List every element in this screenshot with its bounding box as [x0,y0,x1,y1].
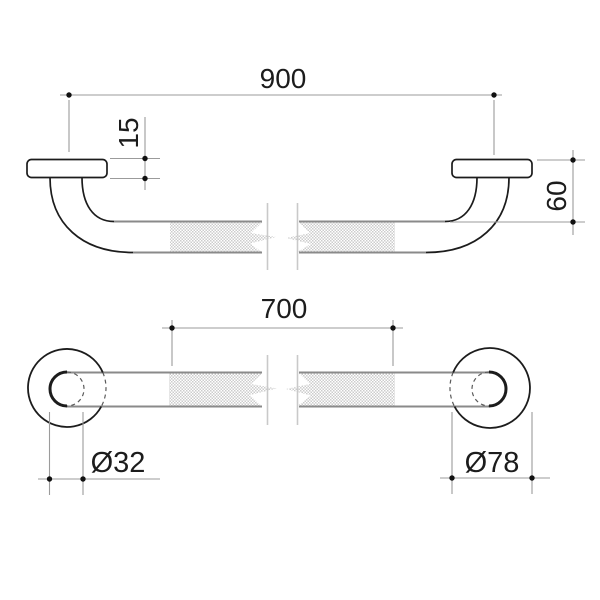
dim-overall-length-text: 900 [260,63,307,94]
left-bend-inner-curve [81,177,115,223]
right-bend-outer-curve [425,177,510,254]
right-flange-circle-hidden-arc [449,372,456,407]
dim-dot [80,476,86,482]
left-flange-circle [27,348,104,428]
right-rail-end-cap [488,370,508,408]
knurl-hatch-left-side-view [170,222,276,252]
dim-rail-diameter: Ø32 [38,412,160,495]
right-flange-circle [452,347,531,429]
left-rail-end-cap [48,370,68,408]
dim-dot [66,92,72,98]
knurl-hatch-right-side-view [286,222,395,252]
dim-dot [449,475,455,481]
dim-grip-length-text: 700 [261,293,308,324]
left-rail-end-hidden-arc [66,371,85,407]
left-bend-outer-curve [49,177,134,254]
right-bend-inner-curve [444,177,478,223]
dim-dot [570,219,576,225]
dim-grip-length: 700 [162,293,403,366]
front-view [27,347,531,429]
dim-dot [169,325,175,331]
dim-dot [491,92,497,98]
left-wall-flange [26,158,108,179]
knurl-hatch-left-front-view [169,373,277,406]
dim-dot [142,155,148,162]
dim-rail-diameter-text: Ø32 [91,447,146,479]
knurl-hatch-right-front-view [286,373,395,406]
dim-flange-thickness-text: 15 [113,117,144,148]
right-wall-flange [451,158,533,179]
dim-flange-diameter-text: Ø78 [465,447,520,479]
dim-flange-thickness: 15 [110,117,160,190]
dim-dot [46,476,53,482]
dim-wall-offset-text: 60 [541,180,572,211]
left-flange-circle-hidden-arc [100,372,107,407]
dim-overall-length: 900 [60,63,502,155]
dim-dot [570,157,576,163]
side-elevation-view [26,158,533,270]
right-rail-end-hidden-arc [471,371,490,407]
dim-flange-diameter: Ø78 [440,412,550,494]
dim-dot [142,175,148,182]
dim-dot [390,325,396,331]
dim-dot [529,475,535,481]
dim-wall-offset: 60 [450,150,585,235]
